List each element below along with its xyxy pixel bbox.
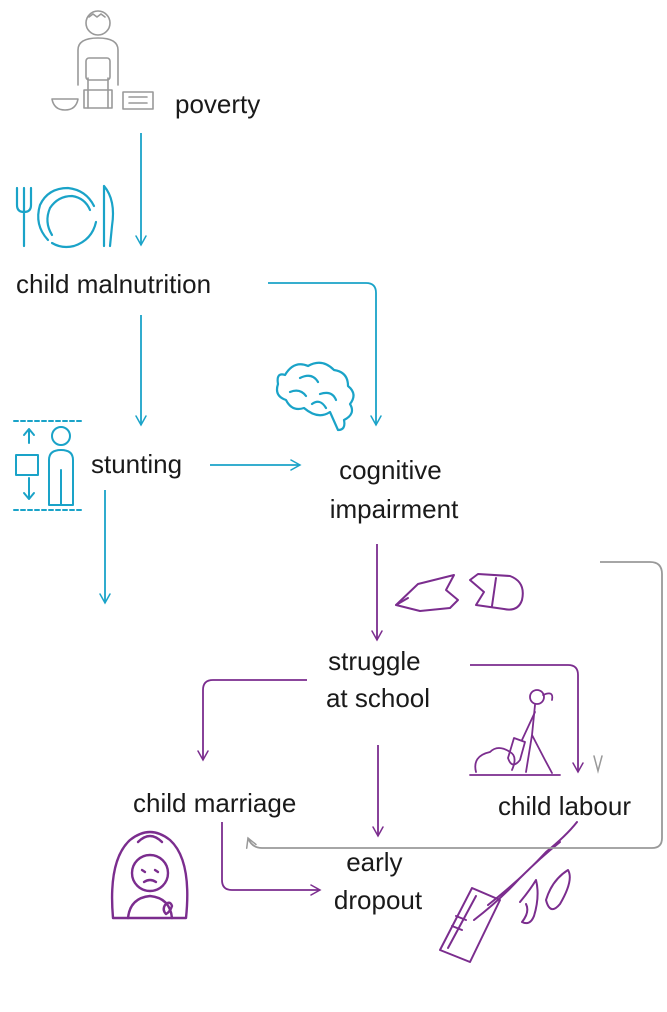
arrow-malnutrition-to-cognitive [268, 282, 382, 427]
broken-pencil-icon [395, 573, 524, 612]
node-early-dropout-line2: dropout [334, 885, 423, 915]
node-child-malnutrition: child malnutrition [16, 269, 211, 299]
seated-person-with-bowl-icon [51, 10, 154, 111]
fork-plate-knife-icon [15, 184, 115, 249]
node-early-dropout: early dropout [334, 847, 423, 915]
hand-dropping-book-icon [439, 821, 578, 963]
node-cognitive-impairment-line1: cognitive [339, 455, 442, 485]
node-early-dropout-line1: early [346, 847, 402, 877]
node-child-marriage: child marriage [133, 788, 296, 818]
arrow-labour-to-marriage [245, 561, 663, 849]
node-struggle-at-school-line1: struggle [328, 646, 421, 676]
node-struggle-at-school-line2: at school [326, 683, 430, 713]
node-child-labour: child labour [498, 791, 631, 821]
node-stunting: stunting [91, 449, 182, 479]
arrow-struggle-to-marriage [197, 679, 307, 762]
height-measure-person-icon [13, 420, 83, 511]
arrow-struggle-to-labour [470, 664, 584, 774]
node-cognitive-impairment: cognitive impairment [330, 455, 459, 524]
arrow-marriage-to-dropout [221, 822, 322, 896]
node-poverty: poverty [175, 89, 260, 119]
child-digging-icon [469, 689, 561, 776]
small-grey-chevron [593, 755, 603, 774]
node-cognitive-impairment-line2: impairment [330, 494, 459, 524]
bride-with-veil-icon [110, 830, 189, 920]
node-struggle-at-school: struggle at school [326, 646, 430, 713]
brain-icon [275, 361, 355, 432]
